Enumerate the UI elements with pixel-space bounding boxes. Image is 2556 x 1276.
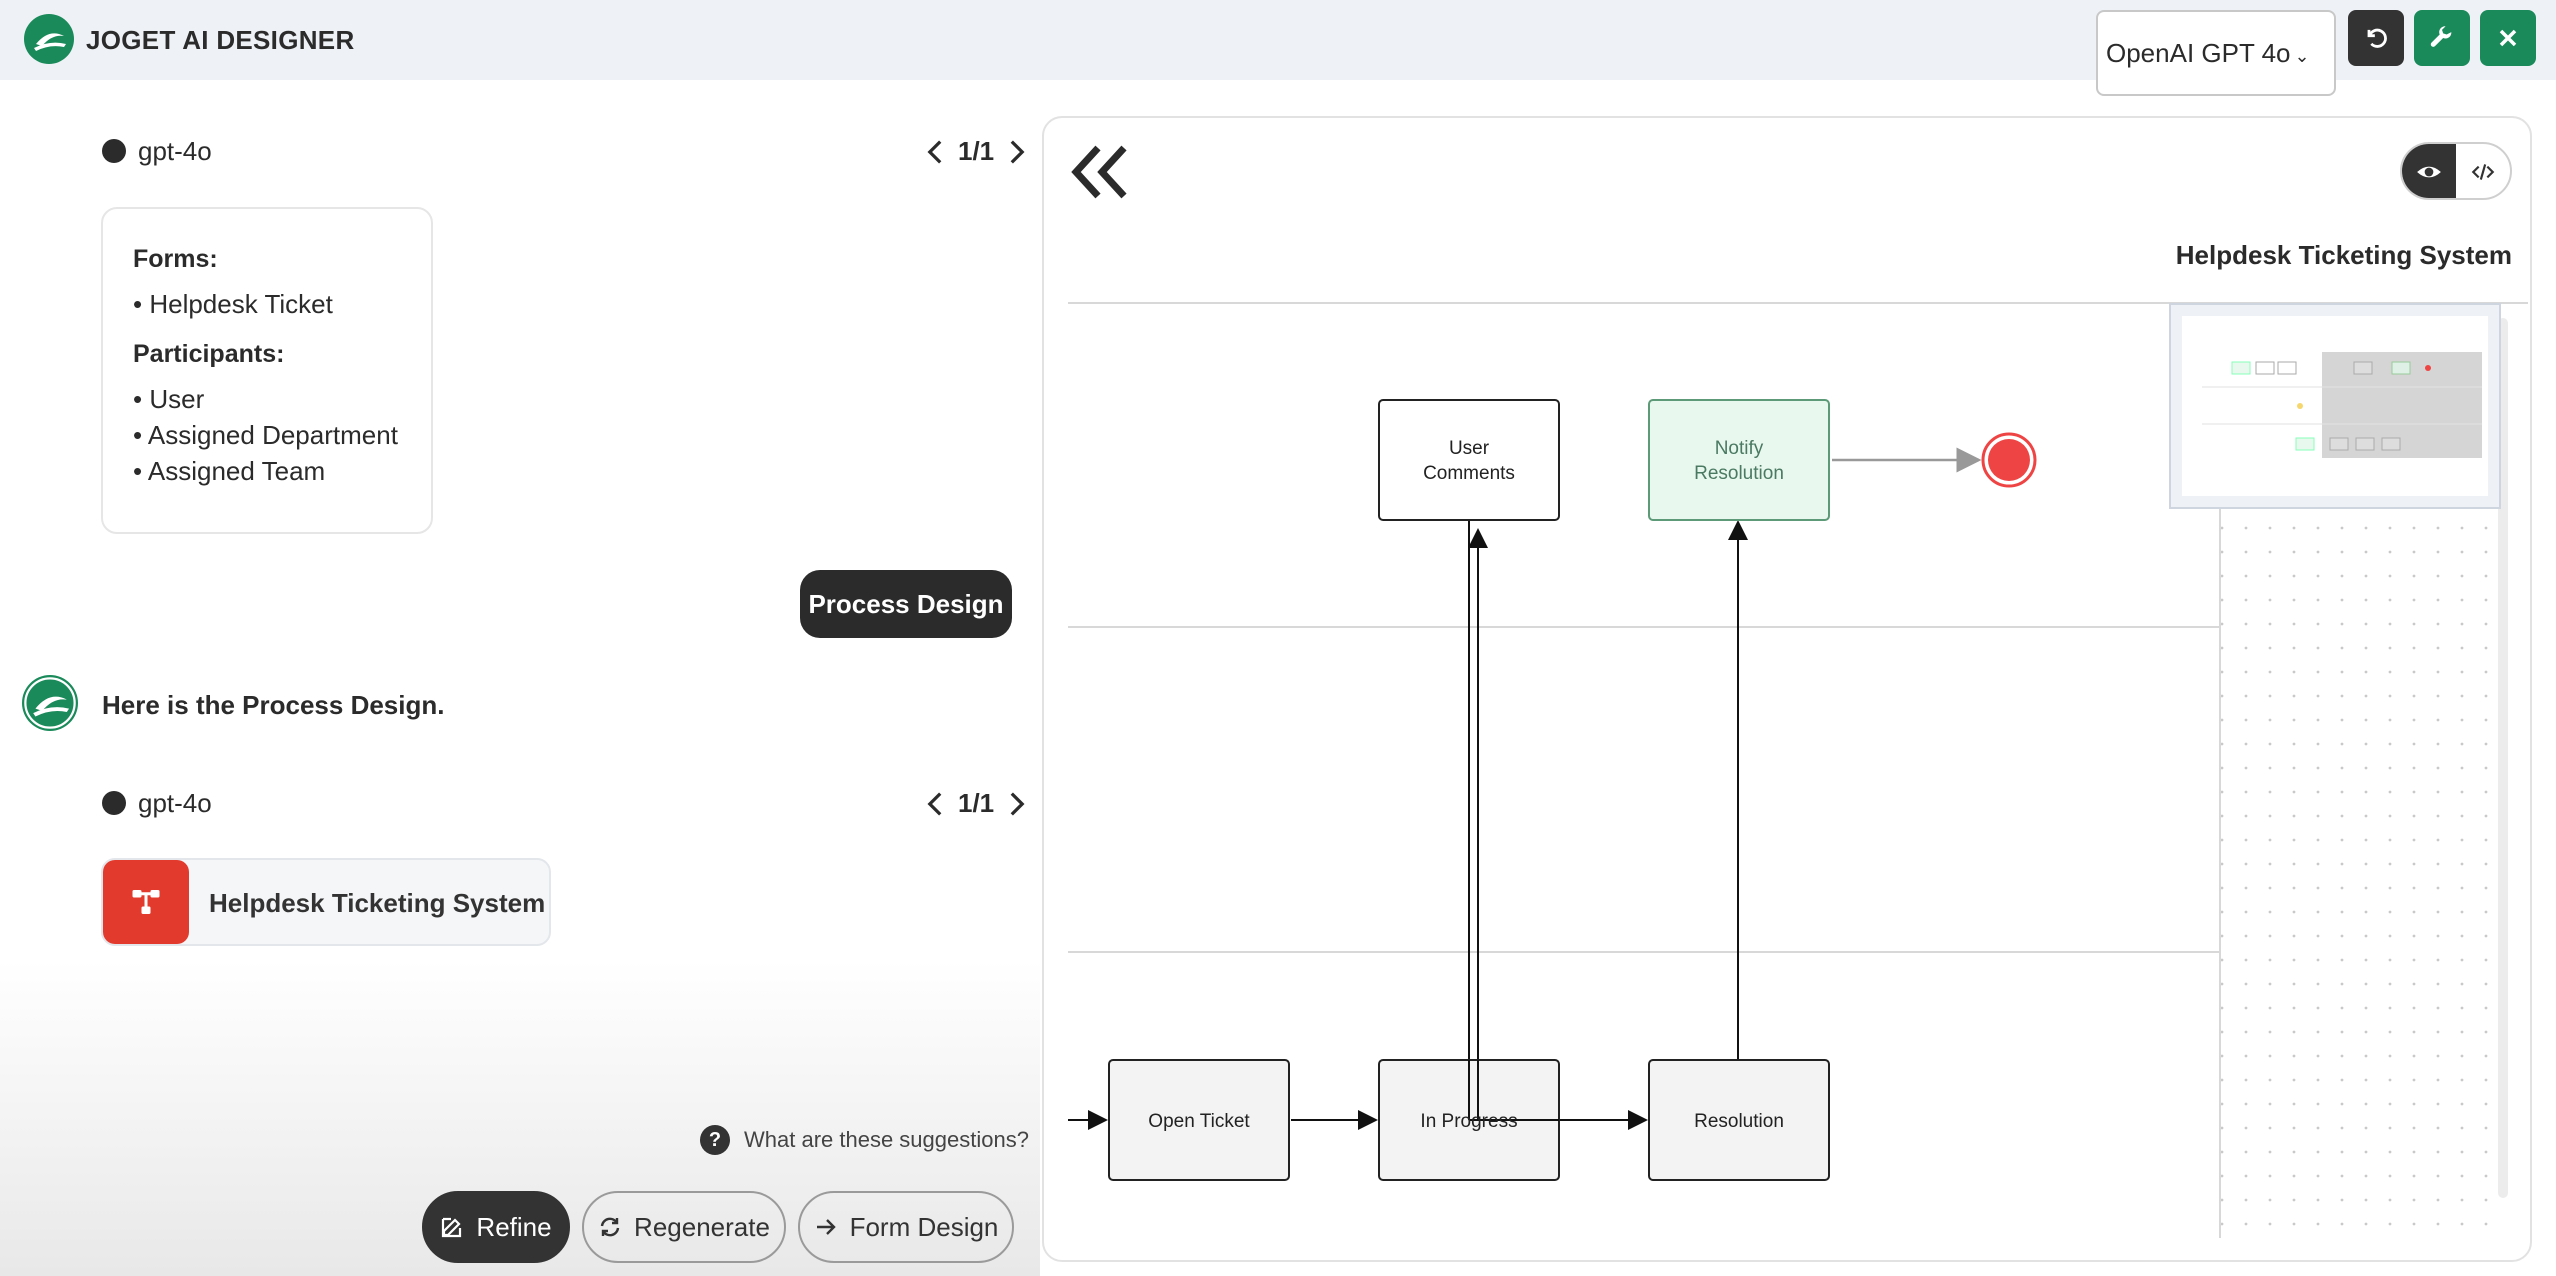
process-design-card[interactable]: Helpdesk Ticketing System (101, 858, 551, 946)
chevron-right-icon[interactable] (1008, 791, 1026, 817)
view-toggle[interactable] (2400, 142, 2512, 200)
model-select[interactable]: OpenAI GPT 4o⌄ (2096, 10, 2336, 96)
list-item: • Helpdesk Ticket (133, 289, 333, 319)
preview-toggle[interactable] (2402, 144, 2456, 198)
node-open-ticket[interactable]: Open Ticket (1108, 1059, 1290, 1181)
user-message-bubble: Process Design (800, 570, 1012, 638)
joget-logo-icon (24, 14, 74, 64)
node-user-comments[interactable]: User Comments (1378, 399, 1560, 521)
list-item: • Assigned Department (133, 420, 398, 450)
refine-button[interactable]: Refine (422, 1191, 570, 1263)
arrow-right-icon (816, 1219, 836, 1235)
node-label: User (1449, 438, 1490, 459)
node-label: Resolution (1694, 1111, 1784, 1132)
help-text: What are these suggestions? (744, 1127, 1029, 1152)
double-chevron-left-icon (1071, 145, 1127, 199)
app-title: JOGET AI DESIGNER (86, 25, 355, 55)
node-label: Resolution (1694, 463, 1784, 484)
regenerate-button[interactable]: Regenerate (582, 1191, 786, 1263)
question-icon: ? (700, 1125, 730, 1155)
refresh-icon (600, 1217, 620, 1237)
chevron-right-icon[interactable] (1008, 139, 1026, 165)
minimap[interactable] (2169, 303, 2501, 509)
edit-icon (442, 1217, 462, 1238)
summary-card: Forms: • Helpdesk Ticket Participants: •… (101, 207, 433, 534)
model-dot (102, 791, 126, 815)
process-design-label: Helpdesk Ticketing System (209, 888, 546, 918)
settings-button[interactable] (2414, 10, 2470, 66)
diagram-title: Helpdesk Ticketing System (2175, 240, 2512, 270)
pager: 1/1 (926, 136, 1026, 167)
participants-list: • User • Assigned Department • Assigned … (133, 381, 431, 489)
wrench-icon (2430, 26, 2452, 47)
node-label: Comments (1423, 463, 1515, 484)
node-notify-resolution[interactable]: Notify Resolution (1648, 399, 1830, 521)
eye-icon (2417, 166, 2441, 178)
node-in-progress[interactable]: In Progress (1378, 1059, 1560, 1181)
model-dot (102, 139, 126, 163)
process-diagram[interactable]: User Comments Notify Resolution Open Tic… (1044, 118, 2532, 1262)
close-icon (2499, 29, 2517, 47)
node-label: In Progress (1420, 1111, 1517, 1132)
regenerate-label: Regenerate (634, 1211, 770, 1242)
end-event[interactable] (1981, 432, 2037, 488)
diagram-panel: User Comments Notify Resolution Open Tic… (1042, 116, 2532, 1262)
model-select-value: OpenAI GPT 4o (2106, 38, 2291, 68)
chevron-left-icon[interactable] (926, 791, 944, 817)
code-toggle[interactable] (2456, 144, 2510, 198)
node-resolution[interactable]: Resolution (1648, 1059, 1830, 1181)
form-design-button[interactable]: Form Design (798, 1191, 1014, 1263)
refine-label: Refine (476, 1211, 552, 1242)
participants-heading: Participants: (133, 340, 285, 368)
node-label: Open Ticket (1148, 1111, 1250, 1132)
node-label: Notify (1715, 438, 1764, 459)
forms-heading: Forms: (133, 245, 218, 273)
suggestions-help[interactable]: ? What are these suggestions? (700, 1125, 1029, 1155)
code-icon (2471, 164, 2495, 180)
undo-icon (2367, 28, 2387, 48)
process-icon (103, 860, 189, 944)
collapse-panel-button[interactable] (1068, 140, 1132, 204)
top-bar: JOGET AI DESIGNER OpenAI GPT 4o⌄ (0, 0, 2556, 96)
chevron-left-icon[interactable] (926, 139, 944, 165)
pager-text: 1/1 (958, 136, 995, 166)
bot-avatar-icon (22, 675, 78, 731)
form-design-label: Form Design (849, 1211, 999, 1242)
model-label: gpt-4o (138, 136, 212, 166)
forms-list: • Helpdesk Ticket (133, 286, 431, 322)
bot-message: Here is the Process Design. (102, 690, 445, 720)
chevron-down-icon: ⌄ (2294, 46, 2310, 66)
reset-button[interactable] (2348, 10, 2404, 66)
list-item: • User (133, 384, 205, 414)
close-button[interactable] (2480, 10, 2536, 66)
scrollbar[interactable] (2498, 318, 2508, 1198)
model-label: gpt-4o (138, 788, 212, 818)
pager: 1/1 (926, 788, 1026, 819)
pager-text: 1/1 (958, 788, 995, 818)
list-item: • Assigned Team (133, 456, 326, 486)
